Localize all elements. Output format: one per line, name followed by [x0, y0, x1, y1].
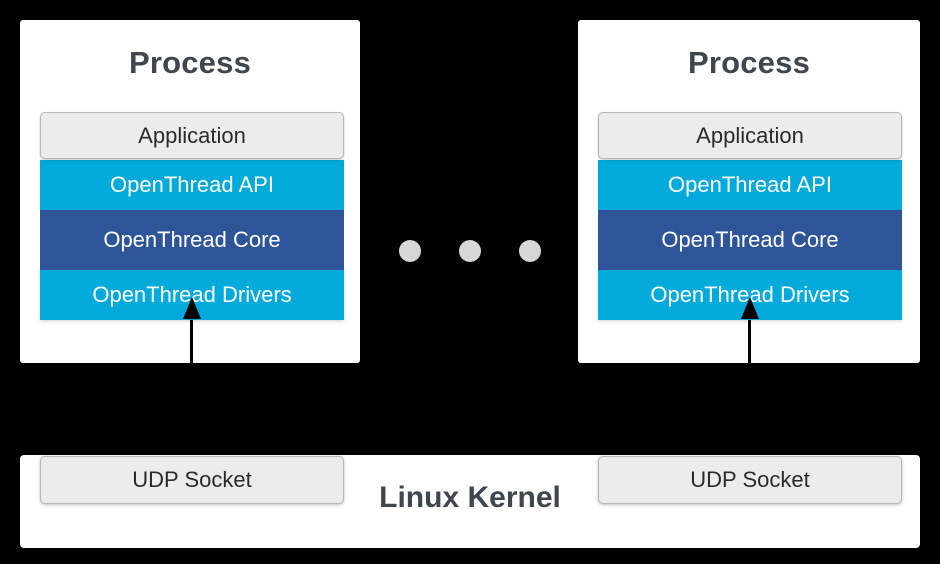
- linux-kernel-card: UDP Socket UDP Socket Linux Kernel: [20, 455, 920, 548]
- layer-openthread-api-left: OpenThread API: [40, 160, 344, 210]
- udp-socket-right: UDP Socket: [598, 456, 902, 504]
- layer-application-right: Application: [598, 112, 902, 159]
- ellipsis-dot-1: [399, 240, 421, 262]
- openthread-stack-right: Application OpenThread API OpenThread Co…: [598, 112, 902, 320]
- layer-application-left: Application: [40, 112, 344, 159]
- udp-socket-left: UDP Socket: [40, 456, 344, 504]
- linux-kernel-title: Linux Kernel: [379, 481, 561, 514]
- layer-openthread-api-right: OpenThread API: [598, 160, 902, 210]
- arrow-up-icon-left: [190, 320, 193, 365]
- process-title-left: Process: [128, 45, 252, 80]
- arrow-up-icon-right: [748, 320, 751, 365]
- layer-openthread-core-right: OpenThread Core: [598, 210, 902, 270]
- process-card-right: Process Application OpenThread API OpenT…: [578, 20, 920, 363]
- ellipsis-dot-2: [459, 240, 481, 262]
- openthread-stack-left: Application OpenThread API OpenThread Co…: [40, 112, 344, 320]
- ellipsis-dot-3: [519, 240, 541, 262]
- process-title-right: Process: [687, 45, 811, 80]
- process-card-left: Process Application OpenThread API OpenT…: [20, 20, 360, 363]
- layer-openthread-core-left: OpenThread Core: [40, 210, 344, 270]
